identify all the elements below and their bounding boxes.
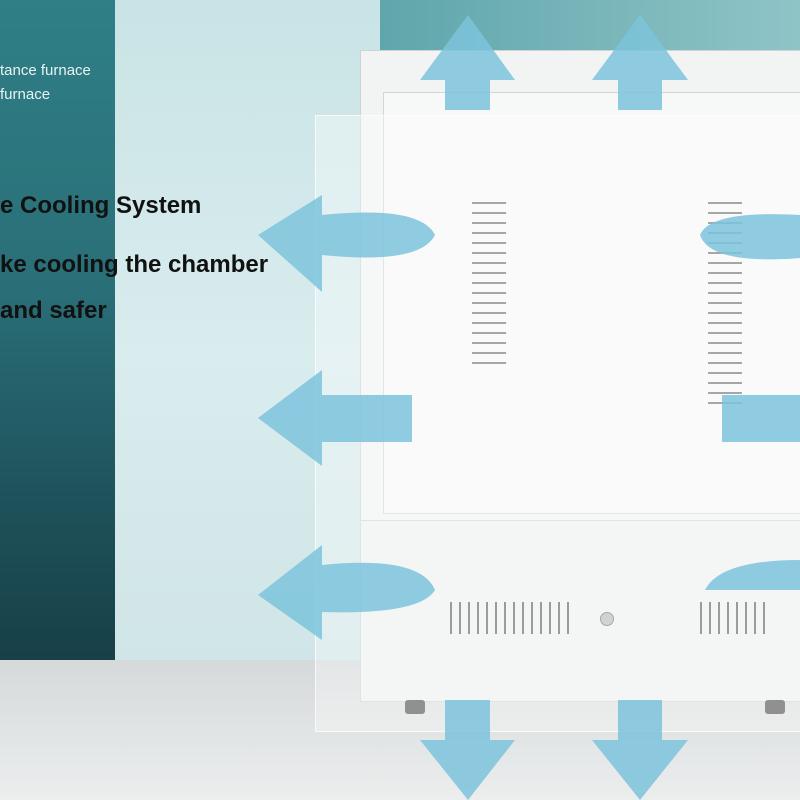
caption-line-1: tance furnace	[0, 62, 91, 79]
arrow-left-bottom	[258, 545, 435, 640]
arrow-down-right	[592, 700, 688, 800]
arrow-right-top	[700, 214, 800, 260]
headline-title: e Cooling System	[0, 192, 202, 219]
furnace-foot-left	[405, 700, 425, 714]
headline-line-2: ke cooling the chamber	[0, 251, 269, 278]
furnace-foot-right	[765, 700, 785, 714]
base-vent-left	[450, 602, 575, 634]
dark-teal-wall	[0, 0, 115, 710]
arrow-up-right	[592, 15, 688, 110]
arrow-left-top	[258, 195, 435, 292]
arrow-up-left	[420, 15, 515, 110]
arrow-left-middle	[258, 370, 412, 466]
arrow-right-bottom	[705, 560, 800, 590]
caption-line-2: furnace	[0, 86, 51, 103]
headline-line-3: and safer	[0, 297, 107, 324]
side-vent-left	[472, 202, 506, 372]
power-switch-icon	[600, 612, 614, 626]
arrow-down-left	[420, 700, 515, 800]
arrow-right-middle	[722, 395, 800, 442]
base-vent-right	[700, 602, 765, 634]
